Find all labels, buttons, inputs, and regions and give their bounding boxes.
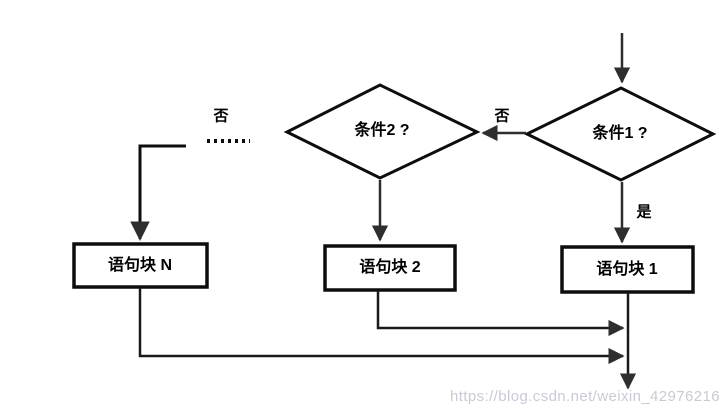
edge-into-process-n xyxy=(130,144,186,241)
decision2-diamond xyxy=(283,83,481,180)
edge-label-no-1: 否 xyxy=(494,107,510,125)
decision2-label: 条件2 ? xyxy=(354,122,410,139)
csdn-watermark: https://blog.csdn.net/weixin_42976216 xyxy=(450,388,720,405)
edge-label-yes-1: 是 xyxy=(636,203,652,221)
process-2-label: 语句块 2 xyxy=(359,259,421,276)
process-2-box xyxy=(323,244,457,292)
process-1-label: 语句块 1 xyxy=(596,261,658,278)
edge-process-2-merge xyxy=(376,291,625,337)
edge-process-n-merge xyxy=(138,288,625,365)
process-1-box xyxy=(560,245,695,294)
edge-label-no-2: 否 xyxy=(213,107,229,125)
decision1-diamond xyxy=(523,86,717,182)
process-n-label: 语句块 N xyxy=(107,257,173,274)
process-n-box xyxy=(72,242,209,289)
decision1-label: 条件1 ? xyxy=(592,125,648,142)
